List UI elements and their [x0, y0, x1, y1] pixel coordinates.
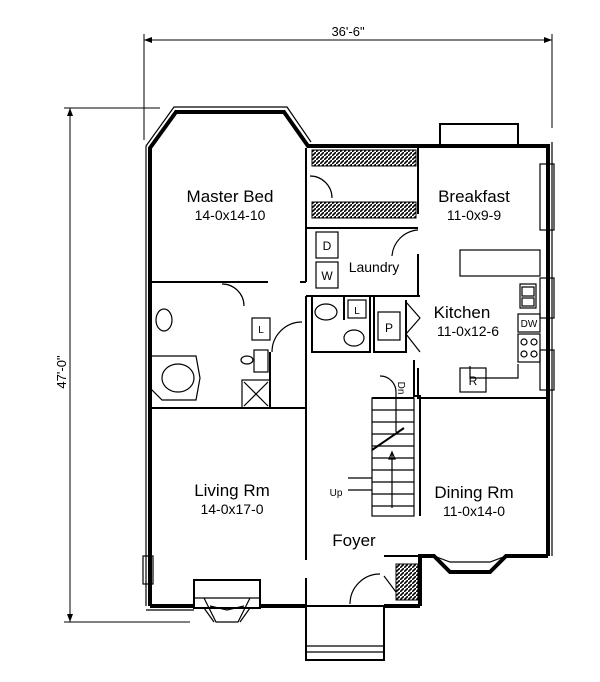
- range: [517, 333, 541, 363]
- room-labels: Master Bed 14-0x14-10 Breakfast 11-0x9-9…: [187, 187, 514, 550]
- dishwasher-label: DW: [521, 319, 538, 330]
- entry: [349, 563, 419, 605]
- room-master-bed-size: 14-0x14-10: [195, 207, 266, 223]
- washer: [315, 261, 339, 289]
- refrigerator: [459, 367, 487, 393]
- stairs: Up Dn: [330, 375, 415, 517]
- depth-dimension: 47'-0": [54, 107, 190, 623]
- pantry: [377, 311, 401, 341]
- washer-label: W: [321, 269, 333, 283]
- width-dimension: 36'-6": [143, 24, 553, 140]
- room-breakfast-name: Breakfast: [438, 187, 510, 206]
- linen-bath-label: L: [258, 325, 264, 336]
- kitchen-island: [459, 249, 541, 277]
- room-living-size: 14-0x17-0: [200, 501, 263, 517]
- toilet: [155, 308, 173, 332]
- kitchen-sink: [519, 283, 537, 309]
- room-dining-name: Dining Rm: [434, 483, 513, 502]
- refrigerator-label: R: [469, 374, 478, 388]
- exterior-walls: [142, 106, 555, 661]
- pantry-label: P: [385, 321, 393, 335]
- linen-hall-label: L: [354, 306, 360, 317]
- room-living-name: Living Rm: [194, 481, 270, 500]
- kitchen-fixtures: DW R: [459, 249, 541, 393]
- master-closets: [309, 149, 417, 219]
- vanity-sink: [253, 349, 269, 373]
- shower: [241, 379, 271, 409]
- room-master-bed-name: Master Bed: [187, 187, 274, 206]
- width-label: 36'-6": [331, 24, 365, 39]
- stair-up-label: Up: [330, 488, 343, 499]
- room-dining-size: 11-0x14-0: [443, 503, 505, 519]
- room-kitchen-name: Kitchen: [434, 303, 491, 322]
- powder-room: L P: [314, 299, 421, 353]
- room-kitchen-size: 11-0x12-6: [437, 323, 499, 339]
- room-laundry-name: Laundry: [349, 259, 400, 275]
- laundry-appliances: D W: [315, 229, 419, 289]
- room-foyer-name: Foyer: [332, 531, 376, 550]
- room-breakfast-size: 11-0x9-9: [447, 207, 501, 223]
- dryer-label: D: [323, 239, 332, 253]
- bathtub: [161, 363, 195, 393]
- stair-down-label: Dn: [395, 382, 406, 395]
- master-bath: L: [149, 283, 303, 409]
- dryer: [315, 231, 339, 259]
- depth-label: 47'-0": [54, 355, 69, 389]
